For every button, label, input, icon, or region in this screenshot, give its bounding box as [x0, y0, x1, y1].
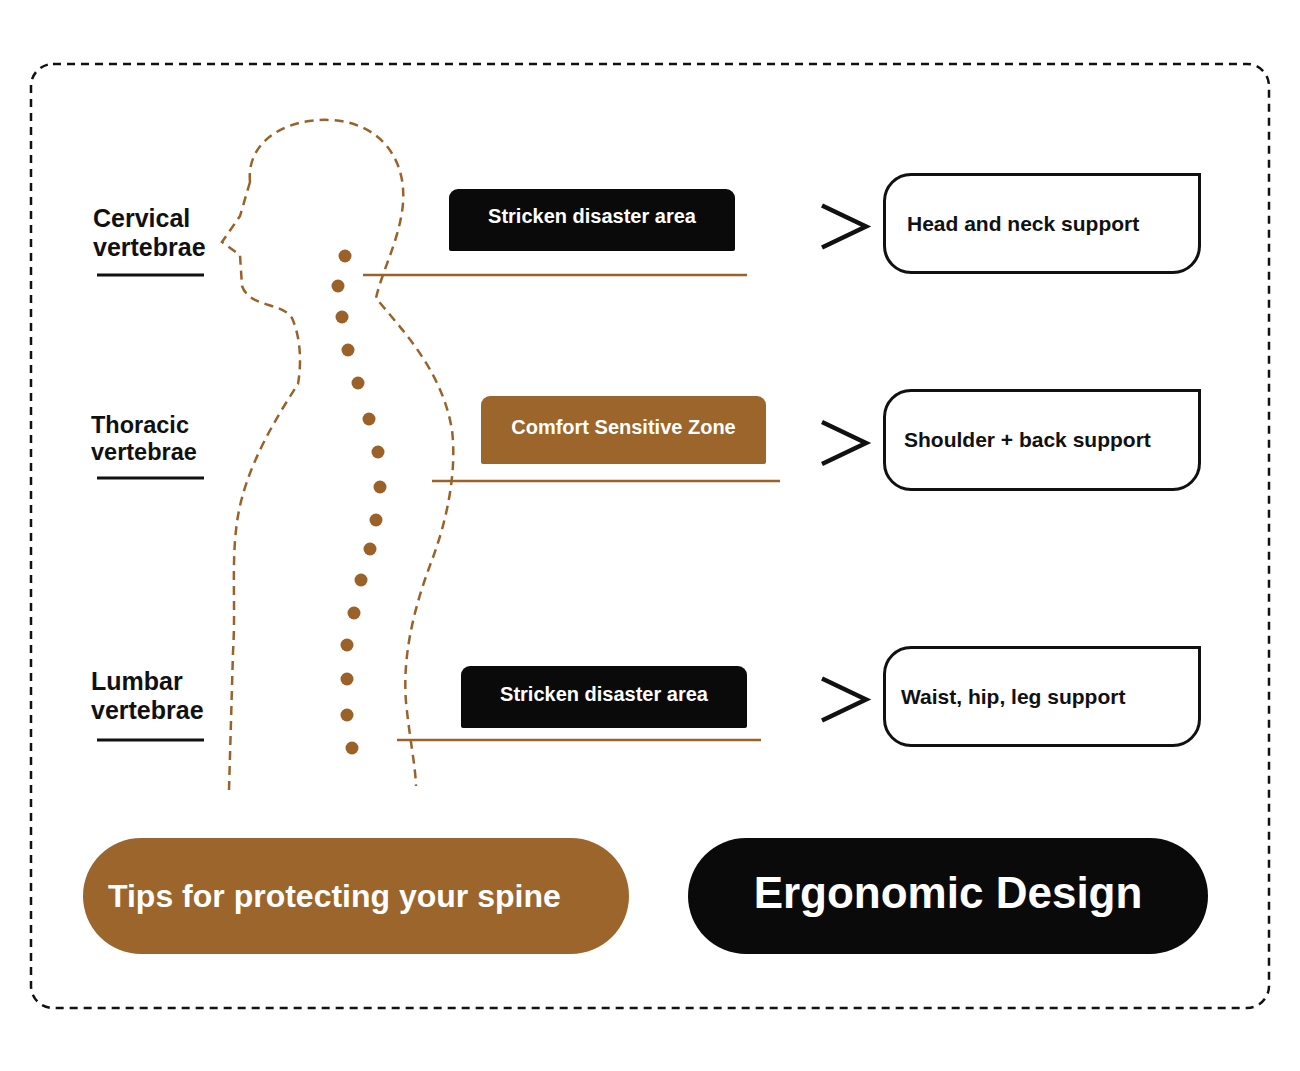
- vertebra-dot: [348, 607, 361, 620]
- vertebra-dot: [336, 311, 349, 324]
- zone-tag: Stricken disaster area: [449, 189, 735, 251]
- leader-line: [432, 480, 780, 483]
- chevron-arrow: [822, 422, 866, 464]
- vertebra-label: Thoracic vertebrae: [91, 412, 221, 466]
- vertebra-label: Cervical vertebrae: [93, 204, 233, 262]
- node-text: Tips for protecting your spine: [108, 878, 561, 915]
- vertebra-dot: [364, 543, 377, 556]
- zone-tag: Comfort Sensitive Zone: [481, 396, 766, 464]
- tips-pill: Tips for protecting your spine: [83, 838, 629, 954]
- back-outline: [250, 120, 454, 786]
- vertebra-dot: [341, 709, 354, 722]
- node-text: Stricken disaster area: [488, 205, 696, 228]
- support-box: Shoulder + back support: [883, 389, 1201, 491]
- vertebra-dot: [339, 250, 352, 263]
- spine-dots: [332, 250, 387, 755]
- node-text: Waist, hip, leg support: [901, 685, 1125, 709]
- leader-line: [363, 274, 747, 277]
- vertebra-label: Lumbar vertebrae: [91, 667, 231, 725]
- leader-line: [397, 739, 761, 742]
- vertebra-dot: [332, 280, 345, 293]
- dashed-frame: [31, 64, 1269, 1008]
- vertebra-dot: [341, 673, 354, 686]
- node-text: Ergonomic Design: [754, 868, 1143, 918]
- support-box: Head and neck support: [883, 173, 1201, 274]
- node-text: Head and neck support: [907, 212, 1139, 236]
- node-text: Comfort Sensitive Zone: [511, 416, 735, 439]
- vertebra-dot: [352, 377, 365, 390]
- underline: [97, 739, 204, 742]
- title-pill: Ergonomic Design: [688, 838, 1208, 954]
- chevron-arrow: [822, 206, 866, 248]
- front-outline: [222, 182, 300, 790]
- vertebra-dot: [363, 413, 376, 426]
- body-silhouette: [222, 120, 453, 790]
- node-text: Shoulder + back support: [904, 428, 1151, 452]
- leader-lines: [363, 275, 780, 740]
- vertebra-dot: [372, 446, 385, 459]
- vertebra-dot: [342, 344, 355, 357]
- vertebra-dot: [370, 514, 383, 527]
- underline: [97, 274, 204, 277]
- vertebra-dot: [341, 639, 354, 652]
- vertebra-dot: [374, 481, 387, 494]
- node-text: Stricken disaster area: [500, 683, 708, 706]
- chevron-arrow: [822, 679, 866, 721]
- zone-tag: Stricken disaster area: [461, 666, 747, 728]
- support-box: Waist, hip, leg support: [883, 646, 1201, 747]
- vertebra-dot: [355, 574, 368, 587]
- underline: [97, 477, 204, 480]
- vertebra-dot: [346, 742, 359, 755]
